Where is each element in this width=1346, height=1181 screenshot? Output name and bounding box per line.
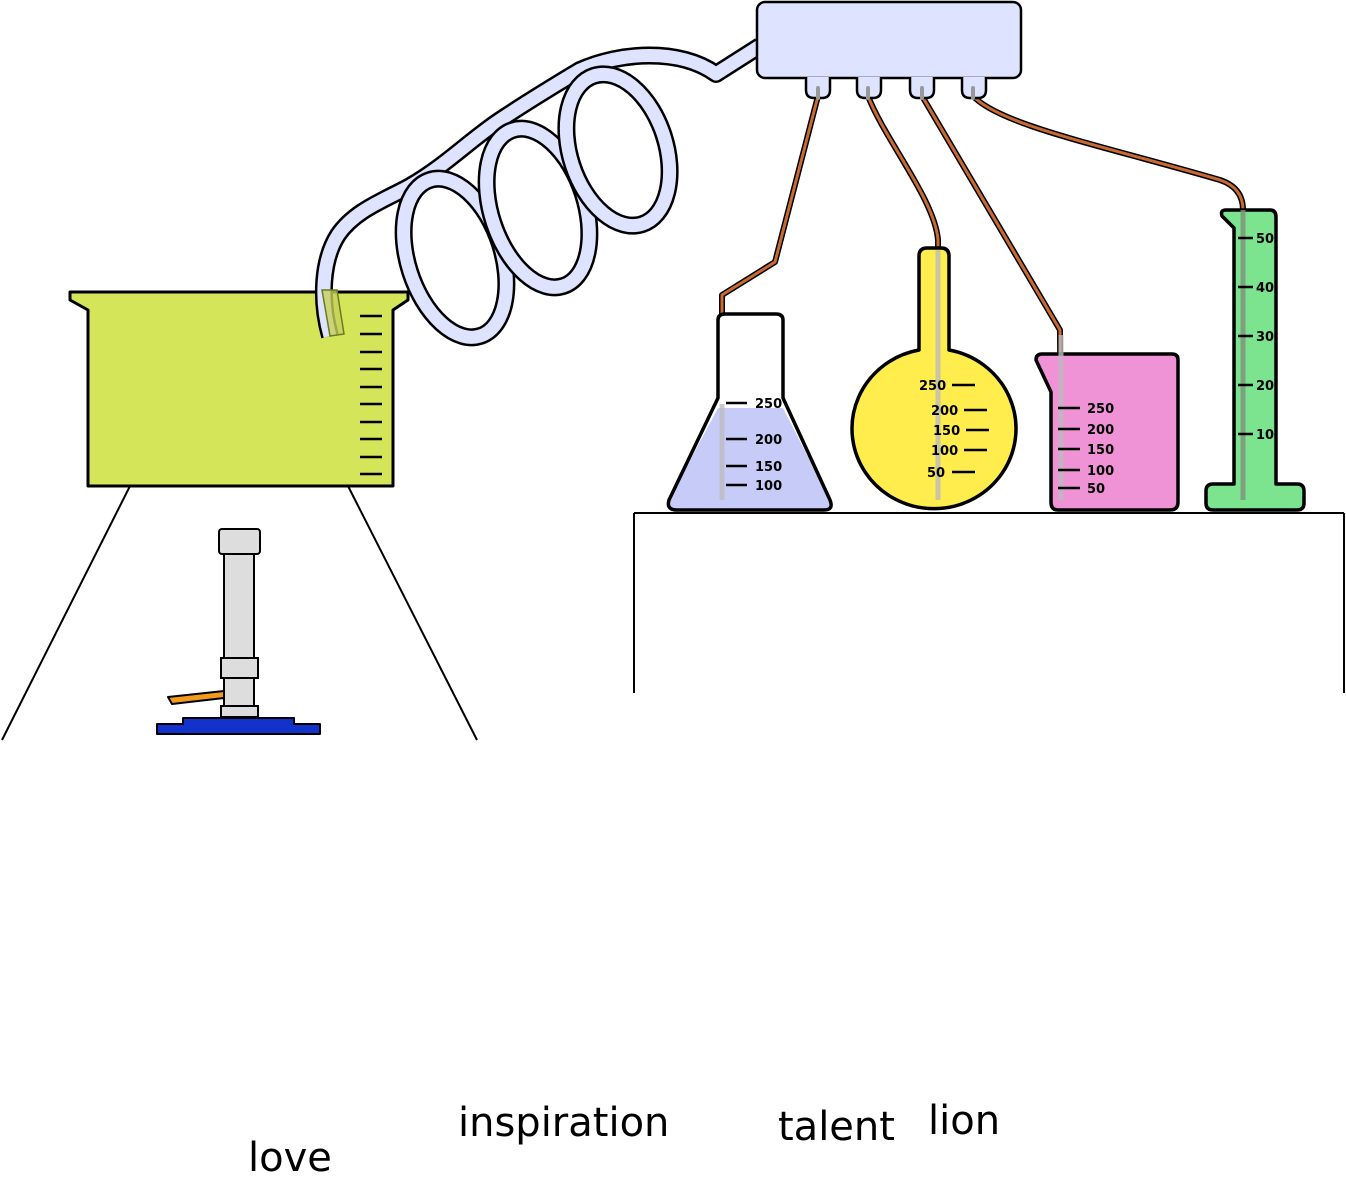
tick-label: 250 <box>919 379 946 394</box>
tick-label: 50 <box>1256 232 1274 247</box>
tick-label: 40 <box>1256 281 1274 296</box>
bunsen-burner <box>156 528 321 735</box>
tick-label: 200 <box>931 404 958 419</box>
tick-label: 20 <box>1256 379 1274 394</box>
tick-label: 150 <box>933 424 960 439</box>
tick-label: 150 <box>755 460 782 475</box>
burner-base <box>156 717 321 735</box>
tick-label: 100 <box>1087 464 1114 479</box>
tick-label: 10 <box>1256 428 1274 443</box>
tick-label: 30 <box>1256 330 1274 345</box>
tick-label: 100 <box>931 444 958 459</box>
tick-label: 250 <box>1087 402 1114 417</box>
round-bottom-flask: 250 200 150 100 50 <box>850 246 1018 511</box>
lab-table <box>633 512 1345 693</box>
heated-beaker <box>68 290 410 488</box>
graduated-cylinder: 50 40 30 20 10 <box>1204 208 1306 512</box>
tick-label: 50 <box>927 466 945 481</box>
label-inspiration: inspiration <box>458 1100 670 1146</box>
tick-label: 100 <box>755 479 782 494</box>
label-love: love <box>248 1135 332 1181</box>
tick-label: 150 <box>1087 443 1114 458</box>
label-talent: talent <box>778 1104 895 1150</box>
gas-hose <box>167 690 225 705</box>
erlenmeyer-flask: 250 200 150 100 <box>666 312 833 512</box>
label-lion: lion <box>928 1098 1001 1144</box>
coiled-tube <box>314 38 765 347</box>
pink-beaker: 250 200 150 100 50 <box>1034 335 1180 512</box>
tick-label: 200 <box>755 433 782 448</box>
tripod-stand <box>1 485 478 741</box>
tick-label: 50 <box>1087 482 1105 497</box>
tick-label: 200 <box>1087 423 1114 438</box>
tick-label: 250 <box>755 397 782 412</box>
gas-manifold <box>755 0 1023 100</box>
